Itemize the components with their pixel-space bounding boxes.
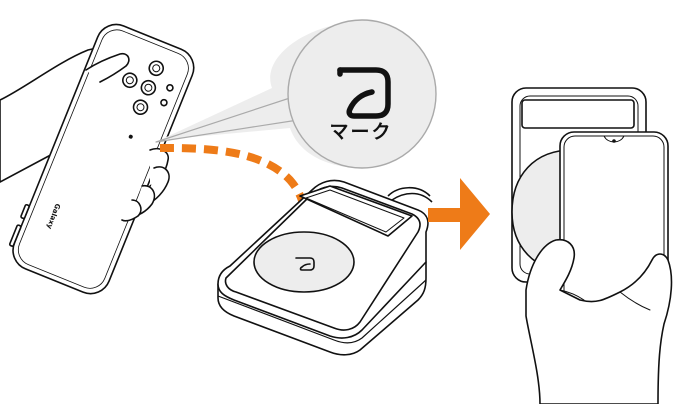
right-hand (525, 238, 673, 404)
camera-lens-icon (122, 72, 138, 89)
camera-lens-icon (132, 99, 149, 116)
flash-icon (166, 84, 174, 92)
nfc-mark-icon (337, 67, 391, 119)
camera-lens-icon (148, 60, 165, 77)
tap-path-dashed-arrow (159, 144, 309, 229)
right-reader-group (511, 87, 673, 404)
phone-back-icon (8, 23, 195, 295)
callout-pointer (155, 95, 299, 143)
nfc-reader-icon (217, 179, 433, 356)
camera-lens-icon (140, 79, 157, 96)
arrow-right-icon (428, 178, 490, 250)
callout-bubble (155, 19, 437, 169)
nfc-mark-label: マーク (329, 121, 393, 143)
left-hand-phone-group: Galaxy (0, 23, 195, 295)
left-fingers (85, 52, 130, 83)
